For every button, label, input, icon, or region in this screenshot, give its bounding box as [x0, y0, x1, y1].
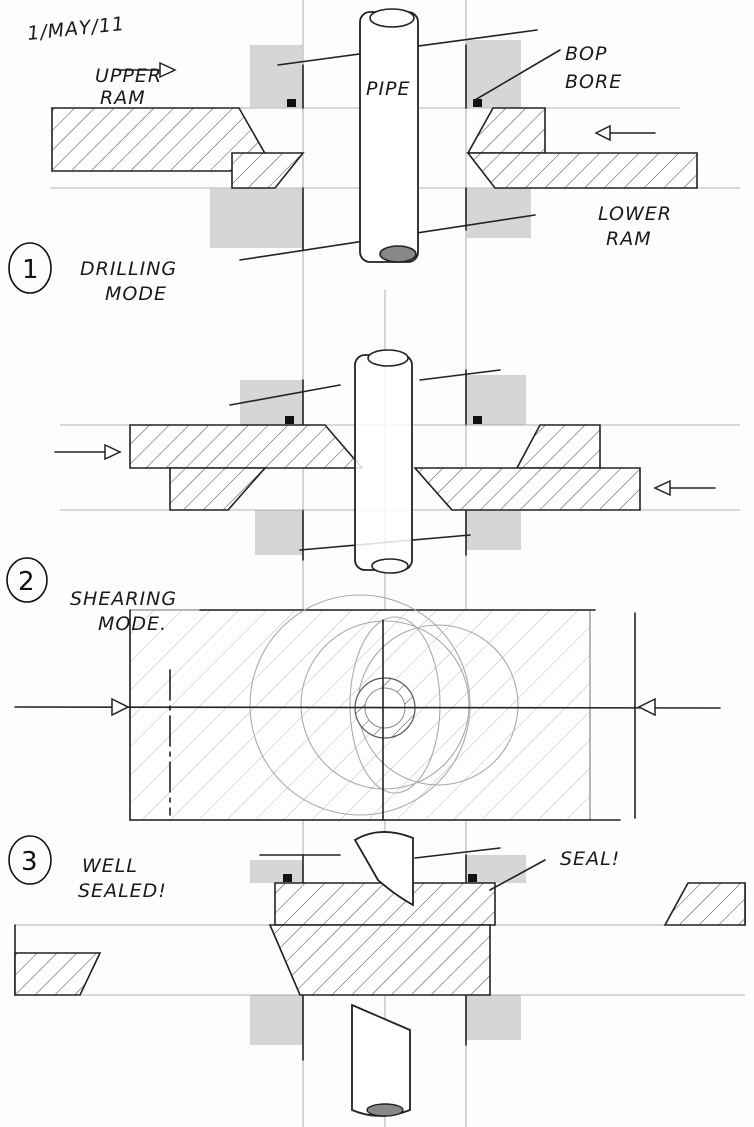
- arrow-right: [653, 479, 716, 497]
- shearing-section: [54, 349, 740, 574]
- upper-ram-closed: [274, 882, 496, 926]
- lower-ram-label: RAM: [606, 228, 652, 250]
- arrow-left: [54, 443, 122, 461]
- arrow-upper-ram: [117, 61, 177, 79]
- pipe-label: PIPE: [366, 78, 411, 100]
- arrow-lower-ram: [594, 124, 656, 142]
- upper-ram-label: UPPER: [95, 65, 162, 87]
- upper-ram-right: [466, 107, 546, 154]
- step-number: 2: [18, 567, 35, 597]
- drilling-mode-section: [51, 8, 698, 263]
- lower-ram-right-shear: [413, 467, 641, 511]
- lower-ram-left: [231, 152, 305, 189]
- lower-ram-left-closed: [14, 952, 102, 996]
- upper-ram-left-shear: [129, 424, 364, 469]
- step-title: SEALED!: [78, 880, 167, 902]
- pipe-lower-cut: [351, 1003, 411, 1117]
- arrow-seal: [489, 859, 546, 891]
- lower-ram-label: LOWER: [598, 203, 672, 225]
- upper-ram-right-closed: [663, 882, 746, 926]
- step-title: SHEARING: [70, 588, 177, 610]
- step-number: 3: [21, 847, 38, 877]
- lower-ram-closed: [268, 924, 491, 996]
- step-title: WELL: [82, 855, 138, 877]
- seal-label: SEAL!: [560, 848, 620, 870]
- seal-element: [287, 99, 296, 107]
- step-title: DRILLING: [80, 258, 177, 280]
- step-title: MODE.: [98, 613, 167, 635]
- arrow-right: [637, 697, 656, 717]
- sealed-section: [14, 831, 746, 1117]
- lower-ram-left-shear: [169, 467, 267, 511]
- plan-view-section: [14, 594, 721, 821]
- bop-bore-label: BORE: [565, 71, 622, 93]
- seal-element: [473, 99, 482, 107]
- step-title: MODE: [105, 283, 167, 305]
- arrow-bop-bore: [474, 49, 561, 101]
- bop-bore-label: BOP: [565, 43, 607, 65]
- date-label: 1/MAY/11: [26, 13, 126, 45]
- lower-ram-right: [466, 152, 698, 189]
- step-number: 1: [22, 255, 39, 285]
- upper-ram-right-shear: [515, 424, 601, 469]
- arrow-left: [111, 697, 130, 717]
- upper-ram-label: RAM: [100, 87, 146, 109]
- pipe: [359, 11, 419, 263]
- pipe-upper-cut: [353, 831, 414, 907]
- pipe: [354, 354, 413, 571]
